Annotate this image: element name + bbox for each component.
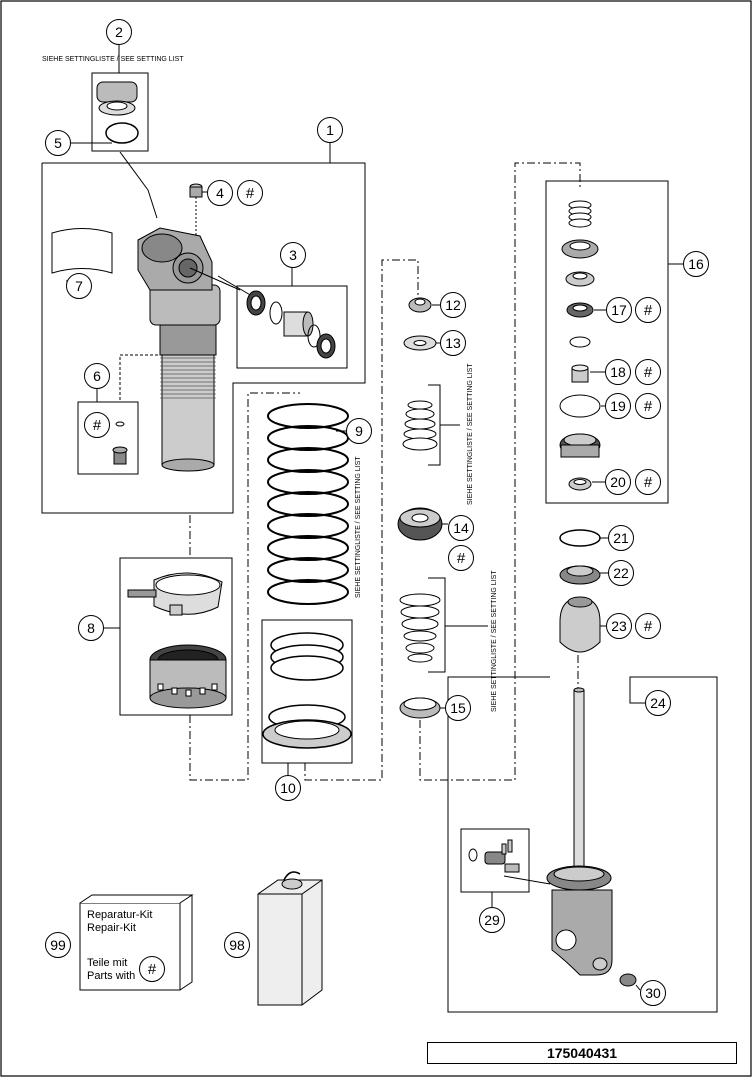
parts-12-15-drawing: [397, 297, 443, 719]
part-10-drawing: [262, 632, 352, 749]
callout-98: 98: [224, 932, 250, 958]
hash-18: #: [635, 359, 661, 385]
callout-7: 7: [66, 273, 92, 299]
part-3-drawing: [246, 290, 336, 359]
part-7-sticker: [51, 228, 113, 274]
setting-list-note-14: SIEHE SETTINGLISTE / SEE SETTING LIST: [491, 570, 498, 712]
hash-14: #: [448, 545, 474, 571]
callout-19: 19: [605, 393, 631, 419]
callout-14: 14: [448, 515, 474, 541]
callout-21: 21: [608, 525, 634, 551]
callout-12: 12: [440, 292, 466, 318]
shock-body-drawing: [137, 227, 241, 472]
part-16-box: [545, 180, 669, 504]
shock-assembly-box: [41, 140, 366, 514]
part-2-box: [91, 72, 149, 152]
hash-17: #: [635, 297, 661, 323]
hash-6: #: [84, 412, 110, 438]
setting-list-note-9: SIEHE SETTINGLISTE / SEE SETTING LIST: [355, 456, 362, 598]
kit-parts-de: Teile mit: [87, 957, 128, 969]
callout-4: 4: [207, 180, 233, 206]
hash-19: #: [635, 393, 661, 419]
part-4-screw: [189, 183, 203, 240]
hash-kit: #: [139, 956, 165, 982]
hash-23: #: [635, 613, 661, 639]
callout-10: 10: [275, 775, 301, 801]
callout-2: 2: [106, 19, 132, 45]
callout-22: 22: [608, 560, 634, 586]
document-number: 175040431: [427, 1042, 737, 1064]
callout-29: 29: [479, 907, 505, 933]
callout-6: 6: [84, 363, 110, 389]
callout-17: 17: [606, 297, 632, 323]
part-6-drawing: [112, 421, 128, 465]
part-8-drawing: [127, 572, 227, 709]
hash-4: #: [237, 180, 263, 206]
setting-list-note-13: SIEHE SETTINGLISTE / SEE SETTING LIST: [467, 363, 474, 505]
part-24-shaft: [546, 687, 637, 987]
callout-1: 1: [317, 117, 343, 143]
callout-9: 9: [346, 418, 372, 444]
hash-20: #: [635, 469, 661, 495]
callout-13: 13: [440, 330, 466, 356]
part-8-box: [119, 557, 233, 716]
callout-24: 24: [645, 690, 671, 716]
callout-3: 3: [280, 242, 306, 268]
part-29-box: [460, 828, 530, 893]
callout-20: 20: [605, 469, 631, 495]
part-98-oil-can: [257, 871, 323, 1006]
part-16-drawing: [559, 200, 601, 491]
kit-label-de: Reparatur-Kit: [87, 909, 153, 921]
part-10-box: [261, 619, 353, 764]
part-9-spring: [267, 403, 349, 605]
part-6-box: [77, 401, 139, 475]
callout-30: 30: [640, 980, 666, 1006]
callout-16: 16: [683, 251, 709, 277]
part-2-drawing: [96, 81, 139, 144]
kit-parts-en: Parts with: [87, 970, 136, 982]
callout-18: 18: [605, 359, 631, 385]
callout-15: 15: [445, 695, 471, 721]
setting-list-note-2: SIEHE SETTINGLISTE / SEE SETTING LIST: [42, 56, 184, 63]
callout-8: 8: [78, 615, 104, 641]
parts-21-23-drawing: [559, 529, 601, 653]
callout-5: 5: [45, 130, 71, 156]
kit-label-en: Repair-Kit: [87, 922, 136, 934]
part-29-drawing: [468, 839, 520, 873]
callout-23: 23: [606, 613, 632, 639]
callout-99: 99: [45, 932, 71, 958]
